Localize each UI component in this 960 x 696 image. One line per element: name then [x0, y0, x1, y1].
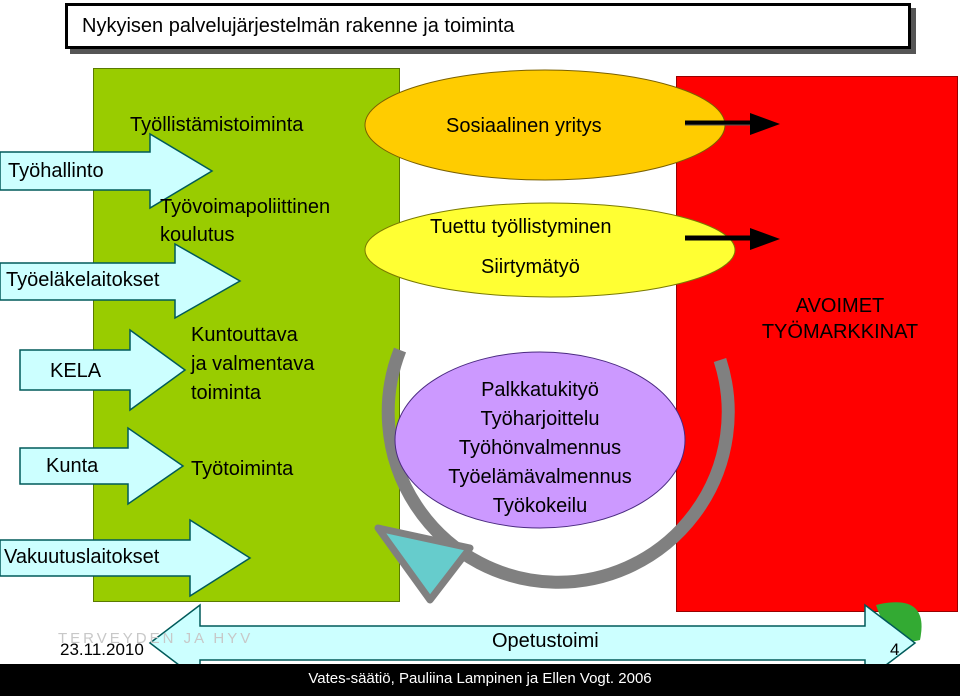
workshop-label: Työtoiminta: [191, 458, 294, 480]
footer-credit: Vates-säätiö, Pauliina Lampinen ja Ellen…: [308, 670, 652, 687]
kela-arrow: [19, 328, 187, 412]
date-label: 23.11.2010: [60, 640, 144, 659]
watermark-text: TERVEYDEN JA HYV: [58, 630, 254, 647]
kunta-arrow: [19, 426, 185, 506]
kunta-label: Kunta: [46, 455, 99, 477]
work-form-item: Palkkatukityö: [481, 379, 599, 401]
open-labour-market-label: AVOIMET TYÖMARKKINAT: [730, 293, 950, 345]
training-line2: koulutus: [160, 224, 235, 246]
tyoelakelaitokset-arrow: [0, 242, 242, 320]
footer-bar: [0, 664, 960, 696]
training-line1: Työvoimapoliittinen: [160, 196, 331, 218]
open-labour-market-line1: AVOIMET: [795, 295, 885, 317]
social-enterprise-label: Sosiaalinen yritys: [446, 115, 602, 137]
supported-employment-ellipse: [364, 202, 736, 298]
work-forms-list: Palkkatukityö Työharjoittelu Työhönvalme…: [395, 376, 685, 521]
page-title: Nykyisen palvelujärjestelmän rakenne ja …: [82, 15, 515, 37]
leaf-logo: [876, 602, 922, 642]
title-box: Nykyisen palvelujärjestelmän rakenne ja …: [65, 3, 911, 49]
open-labour-market-line2: TYÖMARKKINAT: [761, 321, 919, 343]
transitional-work-label: Siirtymätyö: [481, 256, 580, 278]
tyohallinto-arrow: [0, 132, 214, 210]
work-form-item: Työhönvalmennus: [458, 437, 622, 459]
rehab-line2: ja valmentava: [191, 353, 315, 375]
supported-employment-label: Tuettu työllistyminen: [430, 216, 612, 238]
employment-activities-heading: Työllistämistoiminta: [130, 114, 304, 136]
rehab-line3: toiminta: [191, 382, 262, 404]
open-labour-market-panel: [676, 76, 958, 612]
cycle-arrow-head: [374, 524, 474, 604]
page-number: 4: [890, 640, 900, 659]
vakuutuslaitokset-label: Vakuutuslaitokset: [4, 546, 160, 568]
work-forms-ellipse: [394, 351, 686, 529]
social-enterprise-arrow: [685, 113, 780, 135]
work-form-item: Työkokeilu: [492, 495, 588, 517]
tyoelakelaitokset-label: Työeläkelaitokset: [6, 269, 160, 291]
education-label: Opetustoimi: [492, 630, 599, 652]
vakuutuslaitokset-arrow: [0, 518, 252, 598]
supported-employment-arrow: [685, 228, 780, 250]
work-form-item: Työelämävalmennus: [448, 466, 632, 488]
work-form-item: Työharjoittelu: [480, 408, 600, 430]
tyohallinto-label: Työhallinto: [8, 160, 104, 182]
cycle-arrow-arc: [381, 347, 735, 589]
rehab-line1: Kuntouttava: [191, 324, 298, 346]
kela-label: KELA: [50, 360, 102, 382]
